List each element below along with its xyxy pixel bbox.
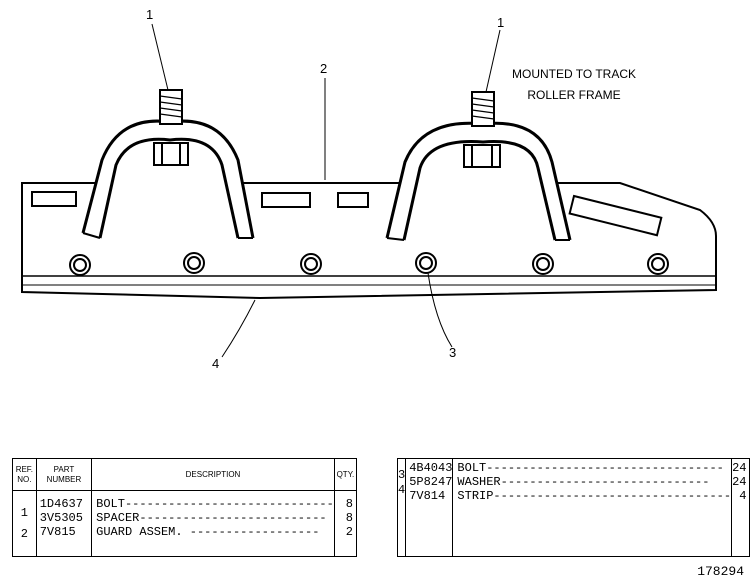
part-number-cell: 3V5305 xyxy=(39,511,83,525)
left-u-bolt xyxy=(81,89,255,239)
description-cell: SPACER-------------------------- xyxy=(96,511,327,525)
guard-assembly-drawing xyxy=(21,23,717,358)
ref-cell: 4 xyxy=(398,483,406,497)
qty-cell: 24 xyxy=(732,461,747,475)
mounting-note: MOUNTED TO TRACK ROLLER FRAME xyxy=(505,64,643,106)
header-part-number: PART NUMBER xyxy=(35,458,93,491)
description-cell: BOLT----------------------------- xyxy=(96,497,334,511)
callout-1-right: 1 xyxy=(497,15,505,30)
header-qty: QTY. xyxy=(333,458,358,491)
part-number-cell: 5P8247 xyxy=(409,475,453,489)
right-u-bolt xyxy=(385,91,572,241)
leader-lines xyxy=(151,23,501,358)
parts-table-left: REF. NO. PART NUMBER DESCRIPTION QTY. 1 … xyxy=(12,458,358,557)
qty-cell: 4 xyxy=(739,489,747,503)
callout-1-left: 1 xyxy=(146,7,154,22)
qty-cell: 24 xyxy=(732,475,747,489)
callout-2: 2 xyxy=(320,61,328,76)
parts-table-right: 3 4 4B4043 5P8247 7V814 BOLT------------… xyxy=(396,458,751,557)
note-line-2: ROLLER FRAME xyxy=(527,88,621,102)
qty-cell: 8 xyxy=(345,511,353,525)
drawing-serial-number: 178294 xyxy=(697,564,744,579)
ref-cell: 2 xyxy=(20,527,28,541)
description-cell: GUARD ASSEM. ------------------ xyxy=(96,525,320,539)
callout-3: 3 xyxy=(449,345,457,360)
part-number-cell: 7V815 xyxy=(39,525,76,539)
part-number-cell: 1D4637 xyxy=(39,497,83,511)
part-number-cell: 7V814 xyxy=(409,489,446,503)
part-number-cell: 4B4043 xyxy=(409,461,453,475)
qty-cell: 8 xyxy=(345,497,353,511)
header-ref: REF. NO. xyxy=(12,458,37,491)
description-cell: STRIP--------------------------------- xyxy=(457,489,732,503)
ref-cell: 1 xyxy=(20,506,28,520)
bolt-circles xyxy=(69,252,669,276)
note-line-1: MOUNTED TO TRACK xyxy=(511,67,636,81)
header-description: DESCRIPTION xyxy=(91,458,335,491)
description-cell: WASHER----------------------------- xyxy=(457,475,710,489)
qty-cell: 2 xyxy=(345,525,353,539)
description-cell: BOLT--------------------------------- xyxy=(457,461,724,475)
ref-cell: 3 xyxy=(398,468,406,482)
callout-4: 4 xyxy=(212,356,220,371)
